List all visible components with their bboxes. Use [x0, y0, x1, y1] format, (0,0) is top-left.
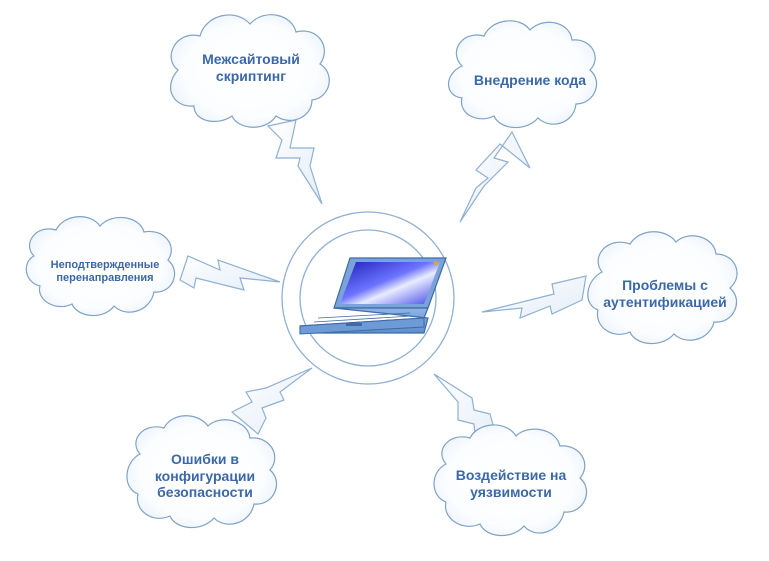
- cloud-xss: [169, 14, 330, 128]
- laptop-icon: [299, 257, 447, 335]
- cloud-auth: [587, 231, 738, 345]
- lightning-bolt-icon: [481, 275, 587, 319]
- label-auth: Проблемы с аутентификацией: [603, 277, 727, 310]
- label-injection: Внедрение кода: [473, 71, 587, 88]
- lightning-bolt-icon: [266, 119, 323, 205]
- cloud-injection: [447, 20, 598, 129]
- central-computer: [281, 211, 455, 385]
- lightning-bolt-icon: [459, 130, 531, 223]
- cloud-misconfig: [126, 415, 278, 529]
- label-misconfig: Ошибки в конфигурации безопасности: [154, 450, 256, 501]
- cloud-vuln: [433, 424, 588, 537]
- label-xss: Межсайтовый скриптинг: [202, 51, 300, 84]
- label-redirects: Неподтвержденные перенаправления: [50, 258, 160, 284]
- label-vuln: Воздействие на уязвимости: [455, 467, 567, 500]
- cloud-redirects: [25, 216, 176, 317]
- lightning-bolt-icon: [179, 255, 281, 291]
- lightning-bolt-icon: [230, 367, 313, 435]
